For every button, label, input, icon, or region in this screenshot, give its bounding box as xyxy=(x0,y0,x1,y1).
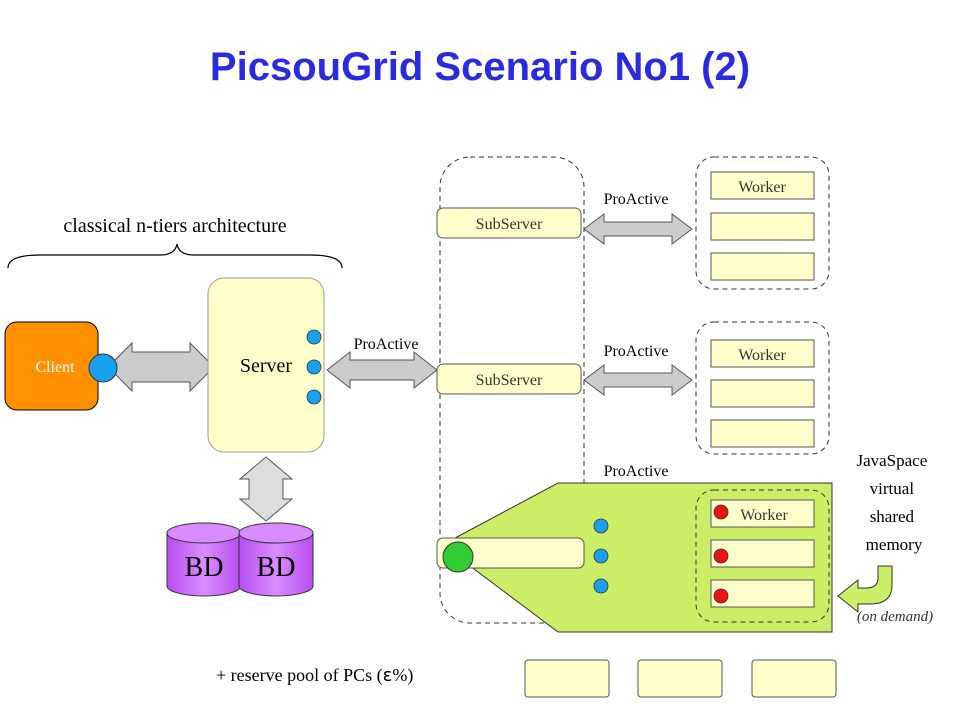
subserver-label-2: SubServer xyxy=(476,372,543,389)
database-2: BD xyxy=(238,522,314,597)
reserve-pc xyxy=(524,659,610,698)
client-port-dot xyxy=(88,353,118,383)
subserver-box-1 xyxy=(436,207,582,239)
worker-red-dot xyxy=(713,588,729,604)
subserver-box-3 xyxy=(436,537,585,569)
subserver-green-dot xyxy=(442,541,474,573)
worker-group-1 xyxy=(695,156,830,290)
worker-box xyxy=(710,212,815,241)
server-port-dot xyxy=(306,389,322,405)
database-1: BD xyxy=(166,522,242,597)
worker-box xyxy=(710,419,815,448)
subserver-label-1: SubServer xyxy=(476,216,543,233)
reserve-pool-label: + reserve pool of PCs (ε%) xyxy=(216,665,413,686)
javaspace-port-dot xyxy=(593,578,609,594)
worker-box xyxy=(710,171,815,200)
worker-box xyxy=(710,252,815,281)
client-label: Client xyxy=(35,359,75,376)
worker-red-dot xyxy=(713,504,729,520)
worker-red-dot xyxy=(713,548,729,564)
subserver-box-2 xyxy=(436,363,582,395)
worker-label-1: Worker xyxy=(738,179,786,196)
db-label-1: BD xyxy=(185,552,224,583)
worker-box xyxy=(710,539,815,568)
server-subserver-arrow xyxy=(326,350,438,390)
javaspace-port-dot xyxy=(593,518,609,534)
server-box xyxy=(207,277,325,453)
client-server-arrow xyxy=(107,341,215,393)
curly-brace xyxy=(7,243,343,269)
worker-label-2: Worker xyxy=(738,347,786,364)
worker-box xyxy=(710,579,815,608)
page-title: PicsouGrid Scenario No1 (2) xyxy=(210,45,750,89)
proactive-server-label: ProActive xyxy=(354,336,419,353)
server-port-dot xyxy=(306,329,322,345)
server-port-dot xyxy=(306,359,322,375)
worker-group-3 xyxy=(695,489,830,623)
server-db-arrow xyxy=(238,456,294,522)
worker-box xyxy=(710,379,815,408)
server-label: Server xyxy=(240,355,293,377)
proactive-label-1: ProActive xyxy=(604,191,669,208)
reserve-pc xyxy=(637,659,723,698)
worker-group-2 xyxy=(695,321,830,455)
worker-label-3: Worker xyxy=(740,507,788,524)
on-demand-label: (on demand) xyxy=(857,609,933,625)
subserver-worker-arrow-2 xyxy=(583,364,693,396)
javaspace-port-dot xyxy=(593,548,609,564)
reserve-pc xyxy=(751,659,837,698)
brace-label: classical n-tiers architecture xyxy=(63,215,286,237)
proactive-label-2: ProActive xyxy=(604,343,669,360)
proactive-label-3: ProActive xyxy=(604,463,669,480)
on-demand-arrow xyxy=(837,565,893,614)
subserver-worker-arrow-1 xyxy=(583,213,693,245)
db-label-2: BD xyxy=(257,552,296,583)
worker-box xyxy=(710,339,815,368)
javaspace-label: JavaSpace virtual shared memory xyxy=(856,451,931,554)
